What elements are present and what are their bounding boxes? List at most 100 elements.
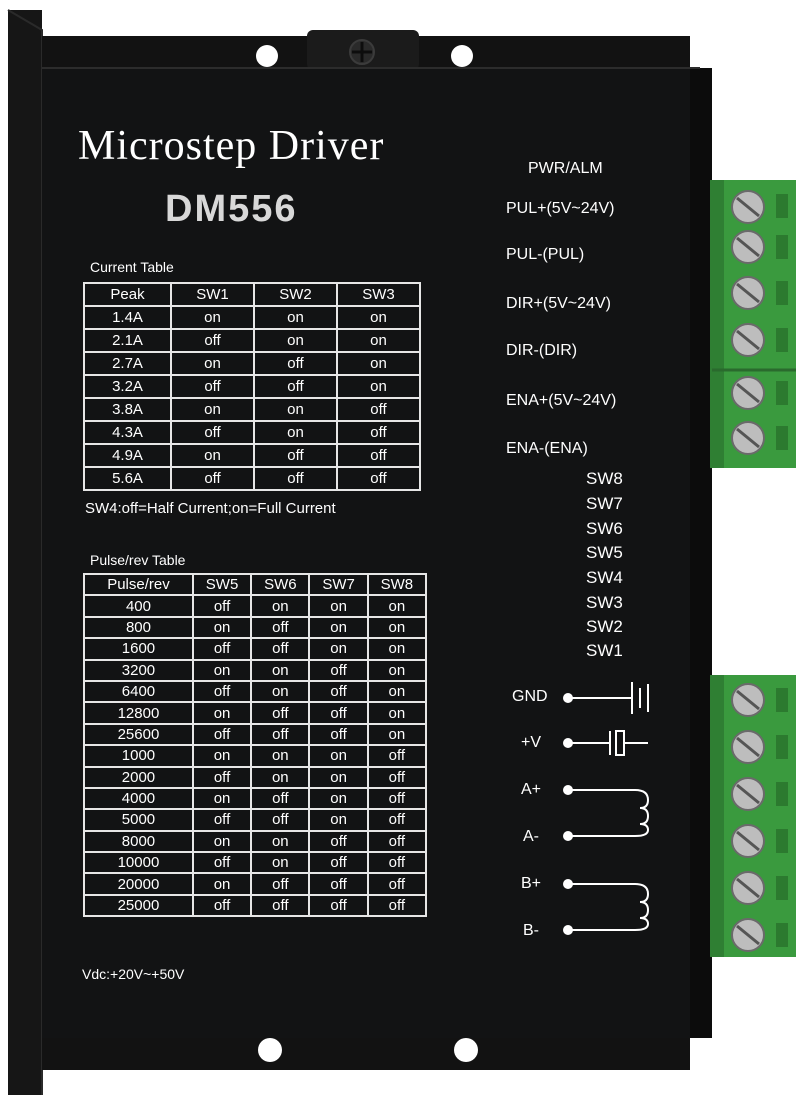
pulse-table-cell: 12800: [83, 701, 194, 725]
current-table-title: Current Table: [90, 259, 174, 275]
current-table-cell: off: [253, 351, 338, 376]
pulse-table-header-cell: SW8: [366, 572, 428, 597]
label-dir-plus: DIR+(5V~24V): [506, 295, 611, 312]
pulse-table-cell: on: [366, 722, 428, 747]
current-table-cell: on: [170, 351, 256, 376]
label-sw4: SW4: [586, 568, 623, 587]
pulse-table-cell: on: [308, 615, 369, 640]
current-table-cell: 4.3A: [82, 420, 173, 445]
pulse-table-cell: off: [250, 615, 311, 640]
signal-terminal-block: [710, 180, 796, 468]
current-table-cell: on: [253, 397, 338, 422]
label-sw1: SW1: [586, 641, 623, 660]
mount-hole-top-right: [451, 45, 473, 67]
label-sw3: SW3: [586, 593, 623, 612]
pulse-table-cell: on: [308, 744, 369, 768]
current-table-header-cell: SW1: [170, 282, 256, 307]
pulse-table-cell: off: [250, 872, 311, 896]
pulse-table-cell: off: [250, 808, 311, 832]
label-a-plus: A+: [521, 781, 542, 798]
label-b-plus: B+: [521, 875, 542, 892]
pulse-table-cell: on: [191, 872, 253, 896]
pulse-table-cell: on: [250, 765, 311, 789]
pulse-table-header-cell: SW7: [308, 572, 369, 597]
pulse-table-cell: off: [366, 765, 428, 789]
current-table-cell: off: [253, 374, 338, 399]
pulse-table-cell: 25000: [83, 893, 194, 918]
current-table-header-cell: SW2: [253, 282, 338, 307]
current-table-cell: 1.4A: [82, 305, 173, 330]
pulse-table-cell: on: [191, 829, 253, 854]
current-table-cell: on: [170, 305, 256, 330]
label-dir-minus: DIR-(DIR): [506, 342, 578, 359]
pulse-table-cell: off: [250, 786, 311, 811]
pulse-table-cell: off: [250, 637, 311, 661]
pulse-table-header-cell: Pulse/rev: [83, 572, 194, 597]
current-table-cell: on: [170, 443, 256, 468]
label-vplus: +V: [521, 734, 542, 751]
current-table-cell: on: [253, 328, 338, 353]
pulse-table-cell: off: [308, 701, 369, 725]
pulse-table-cell: off: [308, 679, 369, 704]
supply-voltage: Vdc:+20V~+50V: [82, 966, 185, 982]
pulse-table-cell: 5000: [83, 808, 194, 832]
pulse-table-cell: off: [308, 893, 369, 918]
pulse-table-title: Pulse/rev Table: [90, 552, 186, 568]
pulse-table-cell: on: [366, 615, 428, 640]
current-table-cell: off: [170, 328, 256, 353]
pulse-table-cell: off: [191, 765, 253, 789]
pulse-table-cell: off: [191, 893, 253, 918]
label-sw7: SW7: [586, 494, 623, 513]
label-pul-minus: PUL-(PUL): [506, 246, 585, 263]
label-ena-minus: ENA-(ENA): [506, 440, 588, 457]
label-sw5: SW5: [586, 543, 623, 562]
bottom-flange: [42, 1030, 690, 1070]
pulse-table-cell: off: [366, 872, 428, 896]
current-table-cell: off: [336, 397, 421, 422]
pulse-table-cell: off: [191, 594, 253, 618]
current-table-cell: on: [170, 397, 256, 422]
pulse-table-cell: on: [366, 679, 428, 704]
current-table-cell: off: [170, 374, 256, 399]
pulse-table-header-cell: SW6: [250, 572, 311, 597]
pulse-table-cell: on: [250, 829, 311, 854]
label-pwr-alm: PWR/ALM: [528, 160, 603, 177]
current-table-note: SW4:off=Half Current;on=Full Current: [85, 500, 336, 517]
current-table-cell: on: [336, 305, 421, 330]
pulse-table-cell: off: [366, 851, 428, 875]
pulse-table-cell: 4000: [83, 786, 194, 811]
current-table-header-cell: Peak: [82, 282, 173, 307]
pulse-table-cell: off: [191, 851, 253, 875]
pulse-table-cell: off: [366, 829, 428, 854]
pulse-table-cell: 800: [83, 615, 194, 640]
pulse-table-cell: 2000: [83, 765, 194, 789]
pulse-table-cell: 400: [83, 594, 194, 618]
label-ena-plus: ENA+(5V~24V): [506, 392, 617, 409]
pulse-table-cell: on: [366, 658, 428, 682]
current-table-cell: off: [336, 443, 421, 468]
label-b-minus: B-: [523, 922, 539, 939]
pulse-table-cell: 25600: [83, 722, 194, 747]
pulse-table-cell: off: [250, 893, 311, 918]
pulse-table-cell: 10000: [83, 851, 194, 875]
pulse-table-cell: on: [366, 701, 428, 725]
current-table-cell: 2.1A: [82, 328, 173, 353]
current-table-cell: on: [336, 328, 421, 353]
pulse-table-cell: off: [366, 808, 428, 832]
pulse-table-cell: off: [191, 808, 253, 832]
